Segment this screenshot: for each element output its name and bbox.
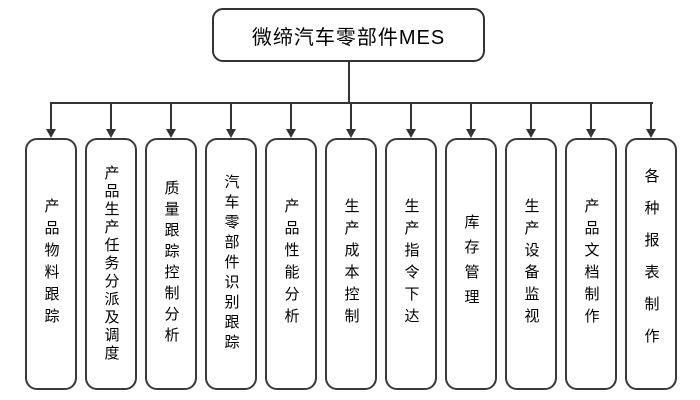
node-label: 各种报表制作 <box>642 168 660 360</box>
connector-line <box>590 103 592 129</box>
branch-equipment-monitoring: 生产设备监视 <box>505 103 557 390</box>
node-label: 生产设备监视 <box>522 198 540 330</box>
node-label: 生产成本控制 <box>342 198 360 330</box>
connector-line <box>110 103 112 129</box>
connector-line <box>290 103 292 129</box>
node-quality-tracking-analysis: 质量跟踪控制分析 <box>145 138 197 390</box>
node-inventory-management: 库存管理 <box>445 138 497 390</box>
node-label: 质量跟踪控制分析 <box>162 180 180 348</box>
child-nodes-row: 产品物料跟踪 产品生产任务分派及调度 质量跟踪控制分析 汽车零部件识别跟踪 <box>25 103 677 390</box>
connector-line <box>530 103 532 129</box>
connector-line <box>650 103 652 129</box>
arrow-down-icon <box>46 129 56 138</box>
node-product-document-creation: 产品文档制作 <box>565 138 617 390</box>
connector-line <box>470 103 472 129</box>
node-task-dispatch-scheduling: 产品生产任务分派及调度 <box>85 138 137 390</box>
connector-line <box>410 103 412 129</box>
node-label: 产品生产任务分派及调度 <box>102 165 120 363</box>
root-connector-line <box>348 62 350 103</box>
node-production-cost-control: 生产成本控制 <box>325 138 377 390</box>
arrow-down-icon <box>286 129 296 138</box>
node-label: 产品性能分析 <box>282 198 300 330</box>
arrow-down-icon <box>646 129 656 138</box>
node-product-material-tracking: 产品物料跟踪 <box>25 138 77 390</box>
connector-line <box>50 103 52 129</box>
node-equipment-monitoring: 生产设备监视 <box>505 138 557 390</box>
arrow-down-icon <box>346 129 356 138</box>
root-node-label: 微缔汽车零部件MES <box>251 26 446 49</box>
branch-auto-parts-id-tracking: 汽车零部件识别跟踪 <box>205 103 257 390</box>
node-report-creation: 各种报表制作 <box>625 138 677 390</box>
branch-product-performance-analysis: 产品性能分析 <box>265 103 317 390</box>
arrow-down-icon <box>166 129 176 138</box>
arrow-down-icon <box>466 129 476 138</box>
branch-task-dispatch-scheduling: 产品生产任务分派及调度 <box>85 103 137 390</box>
branch-inventory-management: 库存管理 <box>445 103 497 390</box>
node-label: 生产指令下达 <box>402 198 420 330</box>
connector-line <box>170 103 172 129</box>
arrow-down-icon <box>226 129 236 138</box>
connector-line <box>350 103 352 129</box>
node-label: 汽车零部件识别跟踪 <box>222 174 240 354</box>
node-label: 产品文档制作 <box>582 198 600 330</box>
root-node: 微缔汽车零部件MES <box>212 8 485 62</box>
branch-quality-tracking-analysis: 质量跟踪控制分析 <box>145 103 197 390</box>
node-production-order-issuing: 生产指令下达 <box>385 138 437 390</box>
branch-product-document-creation: 产品文档制作 <box>565 103 617 390</box>
arrow-down-icon <box>526 129 536 138</box>
branch-report-creation: 各种报表制作 <box>625 103 677 390</box>
arrow-down-icon <box>106 129 116 138</box>
arrow-down-icon <box>586 129 596 138</box>
node-label: 产品物料跟踪 <box>42 198 60 330</box>
node-label: 库存管理 <box>462 214 480 314</box>
branch-product-material-tracking: 产品物料跟踪 <box>25 103 77 390</box>
node-product-performance-analysis: 产品性能分析 <box>265 138 317 390</box>
connector-line <box>230 103 232 129</box>
node-auto-parts-id-tracking: 汽车零部件识别跟踪 <box>205 138 257 390</box>
arrow-down-icon <box>406 129 416 138</box>
branch-production-order-issuing: 生产指令下达 <box>385 103 437 390</box>
branch-production-cost-control: 生产成本控制 <box>325 103 377 390</box>
